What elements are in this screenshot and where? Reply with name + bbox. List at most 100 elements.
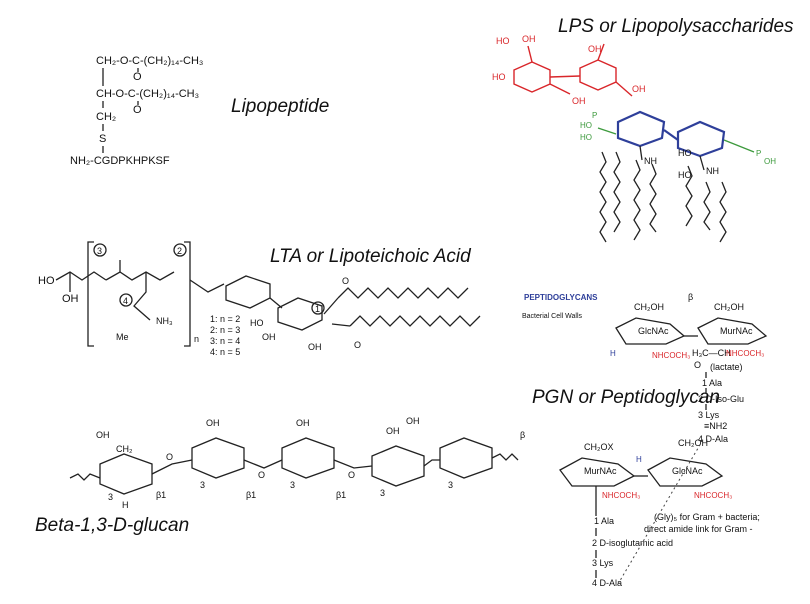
pgn-upper-chain-2: 2 D-Iso-Glu	[698, 394, 744, 404]
glucan-pos3-4: 3	[380, 488, 385, 498]
pgn-upper-chain-4: 4 D-Ala	[698, 434, 728, 444]
pgn-ch2oh-1: CH₂OH	[634, 302, 664, 312]
pgn-gly-note: (Gly)₅ for Gram + bacteria;	[654, 512, 760, 522]
glucan-beta1-1: β1	[156, 490, 166, 500]
lta-me: Me	[116, 332, 129, 342]
glucan-oh-3: OH	[296, 418, 310, 428]
glucan-h-1: H	[122, 500, 129, 510]
pgn-nhcoch3-3: NHCOCH₃	[602, 491, 640, 500]
glucan-ring-5: OH 3	[406, 416, 493, 490]
lps-label: LPS or Lipopolysaccharides	[558, 16, 794, 37]
lta-o-2: O	[354, 340, 361, 350]
glucan-ring-3: OH 3 β1	[246, 418, 335, 500]
glucan-ch2-1: CH₂	[116, 444, 133, 454]
lta-ho-1: HO	[38, 275, 55, 287]
lipopeptide-structure: CH₂-O-C-(CH₂)₁₄-CH₃ O CH-O-C-(CH₂)₁₄-CH₃…	[70, 55, 203, 167]
glucan-pos3-3: 3	[290, 480, 295, 490]
lta-oh-2: OH	[262, 332, 276, 342]
lta-legend-1: 1: n = 2	[210, 314, 240, 324]
pgn-lower-chain-3: 3 Lys	[592, 558, 614, 568]
pgn-ch2oh-3: CH₂OH	[678, 438, 708, 448]
lps-ho-5: HO	[678, 148, 692, 158]
pgn-glcnac-label-upper: GlcNAc	[638, 326, 669, 336]
glucan-oh-1: OH	[96, 430, 110, 440]
lps-nh-1: NH	[644, 156, 657, 166]
pgn-h-lower: H	[636, 455, 642, 464]
glucan-oh-4: OH	[386, 426, 400, 436]
pgn-ch2ox: CH₂OX	[584, 442, 614, 452]
lta-structure: HO OH 3 4 NH₃ Me n 2 1 HO OH OH 1: n = 2…	[38, 241, 481, 357]
lta-ho-2: HO	[250, 318, 264, 328]
lps-ho-4: HO	[580, 133, 592, 142]
pgn-murnac-ring-upper	[697, 317, 768, 345]
pgn-lower-chain-2: 2 D-isoglutamic acid	[592, 538, 673, 548]
lipopeptide-ch2: CH₂	[96, 111, 116, 123]
pgn-upper-chain-1: 1 Ala	[702, 378, 722, 388]
lps-glucosamine-2	[676, 120, 726, 158]
lta-circle-4: 4	[123, 296, 128, 306]
lta-circle-1: 1	[315, 304, 320, 314]
lps-oh-5: OH	[764, 157, 776, 166]
glucan-ring-4: OH 3 β1	[336, 426, 425, 500]
lps-glucosamine-1	[616, 110, 666, 148]
pgn-upper-chain-3: 3 Lys	[698, 410, 720, 420]
pgn-nhcoch3-4: NHCOCH₃	[694, 491, 732, 500]
peptidoglycan-lower: β CH₂OX CH₂OH MurNAc GlcNAc H NHCOCH₃ NH…	[520, 430, 760, 588]
pgn-lower-chain-1: 1 Ala	[594, 516, 614, 526]
lta-oh-3: OH	[308, 342, 322, 352]
lta-oh-1: OH	[62, 293, 79, 305]
lps-ho-3: HO	[580, 121, 592, 130]
glucan-beta1-2: β1	[246, 490, 256, 500]
glucan-oh-5: OH	[406, 416, 420, 426]
lta-legend-3: 3: n = 4	[210, 336, 240, 346]
lipopeptide-sequence: NH₂-CGDPKHPKSF	[70, 155, 170, 167]
glucan-beta1-3: β1	[336, 490, 346, 500]
pgn-lactate-group: H₃C—CH	[692, 348, 731, 358]
lps-oh-3: OH	[572, 96, 586, 106]
lta-label: LTA or Lipoteichoic Acid	[270, 246, 471, 267]
pgn-amide-note: direct amide link for Gram -	[644, 524, 753, 534]
pgn-title: PEPTIDOGLYCANS	[524, 293, 598, 302]
lps-sugar-1	[513, 61, 551, 93]
pgn-beta-lower: β	[520, 430, 525, 440]
lta-sugar-2	[277, 297, 323, 331]
lipopeptide-line2: CH-O-C-(CH₂)₁₄-CH₃	[96, 88, 199, 100]
lps-ho-1: HO	[496, 36, 510, 46]
lps-sugar-2	[579, 59, 617, 91]
pgn-nhcoch3-1: NHCOCH₃	[652, 351, 690, 360]
lta-legend-2: 2: n = 3	[210, 325, 240, 335]
pgn-ch2oh-2: CH₂OH	[714, 302, 744, 312]
glucan-ring-1: OH CH₂ 3 H	[96, 430, 153, 510]
pgn-glcnac-ring-lower	[647, 457, 724, 487]
pgn-o-upper: O	[694, 360, 701, 370]
pgn-h-upper: H	[610, 349, 616, 358]
lps-oh-4: OH	[632, 84, 646, 94]
lps-fatty-acid-chains	[599, 151, 727, 243]
glucan-oh-2: OH	[206, 418, 220, 428]
lps-oh-2: OH	[588, 44, 602, 54]
lipopeptide-label: Lipopeptide	[231, 96, 330, 117]
glucan-pos3-2: 3	[200, 480, 205, 490]
glucan-o-2: O	[258, 470, 265, 480]
pgn-nhcoch3-2: NHCOCH₃	[726, 349, 764, 358]
pgn-murnac-label-upper: MurNAc	[720, 326, 753, 336]
lta-nh3: NH₃	[156, 316, 173, 326]
pgn-murnac-label-lower: MurNAc	[584, 466, 617, 476]
lta-o-1: O	[342, 276, 349, 286]
pgn-beta-upper: β	[688, 292, 693, 302]
glucan-ring-2: OH 3 β1	[156, 418, 245, 500]
pgn-subtitle: Bacterial Cell Walls	[522, 313, 583, 320]
lipopeptide-s: S	[99, 133, 106, 145]
glucan-label: Beta-1,3-D-glucan	[35, 515, 190, 536]
lipopeptide-o2: O	[133, 104, 142, 116]
peptidoglycan-upper: PEPTIDOGLYCANS Bacterial Cell Walls β CH…	[522, 292, 768, 444]
pgn-lactate: (lactate)	[710, 362, 743, 372]
pgn-nh2: ≡NH2	[704, 421, 727, 431]
lta-circle-3: 3	[97, 246, 102, 256]
glucan-pos3-1: 3	[108, 492, 113, 502]
lta-circle-2: 2	[177, 246, 182, 256]
lps-ho-6: HO	[678, 170, 692, 180]
lps-p-2: P	[756, 149, 761, 158]
lps-structure: HO OH HO OH OH OH P HO HO NH NH P OH HO …	[492, 34, 776, 243]
pgn-label: PGN or Peptidoglycan	[532, 387, 720, 408]
